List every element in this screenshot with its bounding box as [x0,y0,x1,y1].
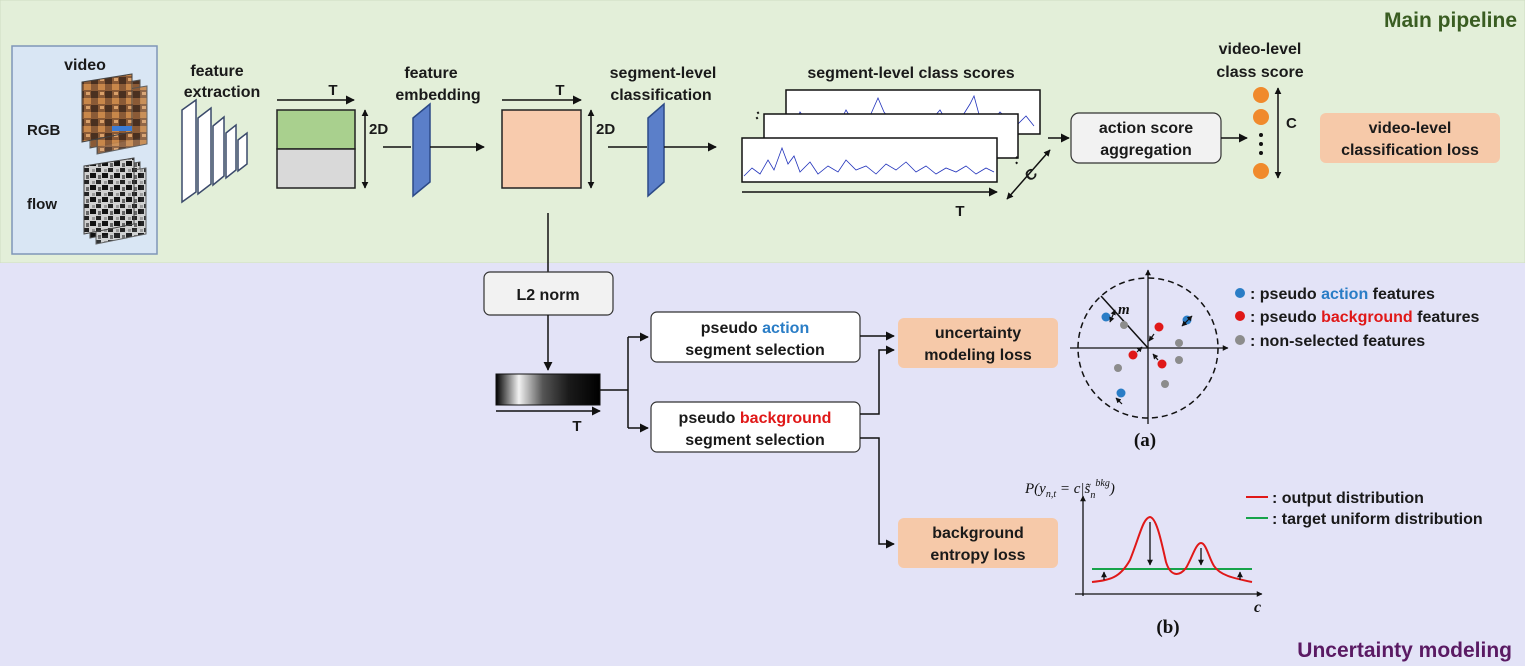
legend-action-suffix: features [1368,286,1435,303]
flow-label: flow [27,196,57,213]
background-feature-point [1128,350,1138,360]
uncertainty-modeling-loss-box [898,318,1058,368]
background-feature-point [1157,359,1167,369]
video-label: video [64,57,106,74]
feature-embedding-layer [412,102,431,198]
legend-action-highlight: action [1321,286,1368,303]
T-label-scores: T [955,203,964,220]
legend-background-highlight: background [1321,309,1413,326]
pseudo-action-prefix: pseudo [701,320,762,337]
segment-classification-label-1: segment-level [610,65,717,82]
caption-a: (a) [1134,430,1156,451]
non-selected-point [1114,364,1122,372]
legend-background-text: : pseudo background features [1250,309,1479,326]
feature-norm-bar [495,373,601,416]
feature-space-plot [1070,269,1229,424]
uncertainty-modeling-title: Uncertainty modeling [1297,639,1512,662]
pseudo-background-highlight: background [740,410,832,427]
pseudo-background-prefix: pseudo [679,410,740,427]
legend-action-prefix: : pseudo [1250,286,1321,303]
rgb-label: RGB [27,122,61,139]
selection-branch-lines [600,332,649,433]
main-pipeline-title: Main pipeline [1384,9,1517,32]
class-axis-label: c [1254,599,1261,616]
non-selected-point [1161,380,1169,388]
output-distribution-curve [1091,515,1253,583]
video-input: video RGB flow [11,45,158,255]
margin-label: m [1118,302,1130,318]
T-label-1: T [328,82,337,99]
caption-b: (b) [1156,617,1179,638]
video-score-vector [1253,87,1282,179]
action-feature-point [1101,312,1111,322]
segment-scores-label: segment-level class scores [807,65,1014,82]
main-pipeline-panel [0,0,1525,264]
distribution-plot [1075,495,1263,597]
legend-action-text: : pseudo action features [1250,286,1435,303]
video-score-label-1: video-level [1219,41,1302,58]
segment-scores-stack: .· .· [741,89,1051,200]
legend-b: : output distribution : target uniform d… [1246,490,1483,528]
non-selected-point [1120,321,1128,329]
segment-classification-label-2: classification [610,87,711,104]
action-feature-point [1182,315,1192,325]
loss-connector-lines [860,331,895,549]
video-classification-loss-box [1320,113,1500,163]
entropy-loss-label-2: entropy loss [930,547,1025,564]
pseudo-background-line2: segment selection [685,432,825,449]
background-entropy-loss-box [898,518,1058,568]
aggregation-label-2: aggregation [1100,142,1192,159]
legend-background-suffix: features [1413,309,1480,326]
background-feature-point [1154,322,1164,332]
uncertainty-loss-label-2: modeling loss [924,347,1032,364]
l2-norm-label: L2 norm [516,287,579,304]
classifier-layer [647,102,665,198]
flow-frames-image [83,157,147,245]
non-selected-point [1175,356,1183,364]
aggregation-label-1: action score [1099,120,1193,137]
C-label-video: C [1286,115,1297,132]
pseudo-action-line1: pseudo action [701,320,809,337]
non-selected-point [1175,339,1183,347]
feature-extraction-label-1: feature [190,63,243,80]
uncertainty-loss-label-1: uncertainty [935,325,1021,342]
legend-background-prefix: : pseudo [1250,309,1321,326]
video-score-label-2: class score [1216,64,1303,81]
legend-nonselected-dot [1235,335,1245,345]
legend-a: : pseudo action features : pseudo backgr… [1235,286,1479,350]
feature-embedding-label-2: embedding [395,87,480,104]
video-loss-label-2: classification loss [1341,142,1479,159]
legend-nonselected-text: : non-selected features [1250,333,1425,350]
2D-label-1: 2D [369,121,388,138]
video-loss-label-1: video-level [1369,120,1452,137]
legend-background-dot [1235,311,1245,321]
feature-embedding-label-1: feature [404,65,457,82]
pseudo-background-line1: pseudo background [679,410,832,427]
legend-action-dot [1235,288,1245,298]
pseudo-action-selection-box [650,311,861,363]
entropy-loss-label-1: background [932,525,1024,542]
feature-extractor-icon [181,98,248,204]
T-label-2: T [555,82,564,99]
pseudo-background-selection-box [650,401,861,453]
2D-label-2: 2D [596,121,615,138]
pseudo-action-line2: segment selection [685,342,825,359]
rgb-frames-image [81,73,148,155]
legend-output-text: : output distribution [1272,490,1424,507]
embedded-feature-matrix [501,95,595,189]
legend-target-text: : target uniform distribution [1272,511,1483,528]
action-feature-point [1116,388,1126,398]
feature-matrix [276,95,369,189]
feature-extraction-label-2: extraction [184,84,260,101]
T-label-norm: T [572,418,581,435]
pseudo-action-highlight: action [762,320,809,337]
